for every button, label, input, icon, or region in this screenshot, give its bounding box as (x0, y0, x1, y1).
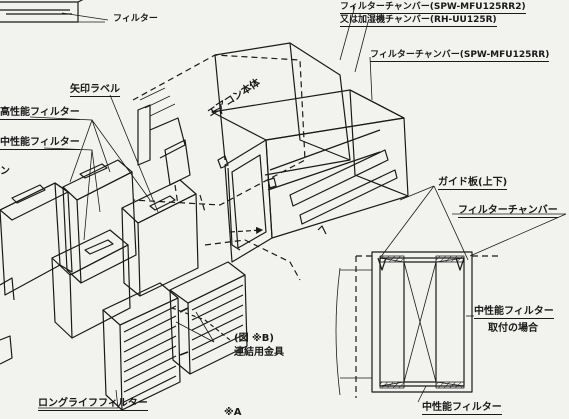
mid-perf-filter-box (51, 229, 131, 339)
insert-direction-arrow (229, 226, 264, 234)
filter-chamber-rr (211, 89, 409, 263)
label-high-perf-filter: 高性能フィルター (0, 107, 80, 120)
long-life-filter-back (169, 261, 248, 375)
label-bottom-mark: ※A (224, 407, 242, 418)
label-guide-plate: ガイド板(上下) (438, 177, 508, 190)
label-long-life-filter: ロングライフフィルター (38, 398, 148, 411)
label-connecting-bracket: 連結用金具 (234, 347, 284, 358)
label-chamber-model-rr: フィルターチャンバー(SPW-MFU125RR) (370, 50, 550, 62)
top-left-filter-unit (0, 0, 105, 23)
label-mid-perf-filter-2: 中性能フィルター (474, 306, 554, 319)
label-chamber-model-rr2: フィルターチャンバー(SPW-MFU125RR2) (340, 2, 526, 14)
cross-section-detail (335, 251, 498, 398)
label-left-cut: ン (0, 166, 10, 177)
label-fig-b: (図 ※B) (234, 333, 274, 344)
label-mid-perf-filter: 中性能フィルター (0, 137, 80, 150)
label-humidifier-chamber: 又は加湿機チャンバー(RH-UU125R) (340, 15, 497, 27)
filter-chamber-rr2 (214, 42, 351, 176)
aircon-body (132, 54, 306, 213)
label-filter-chamber: フィルターチャンバー (458, 205, 558, 218)
label-install-case: 取付の場合 (488, 323, 538, 334)
label-filter-top: フィルター (113, 14, 158, 24)
high-perf-filter-right (121, 179, 199, 297)
label-arrow-label: 矢印ラベル (70, 84, 120, 97)
long-life-filter-front (102, 282, 181, 411)
label-mid-perf-filter-3: 中性能フィルター (422, 402, 502, 415)
high-perf-filter-mid (62, 159, 137, 284)
aircon-ducts (137, 104, 191, 186)
leader-lines (29, 5, 567, 409)
